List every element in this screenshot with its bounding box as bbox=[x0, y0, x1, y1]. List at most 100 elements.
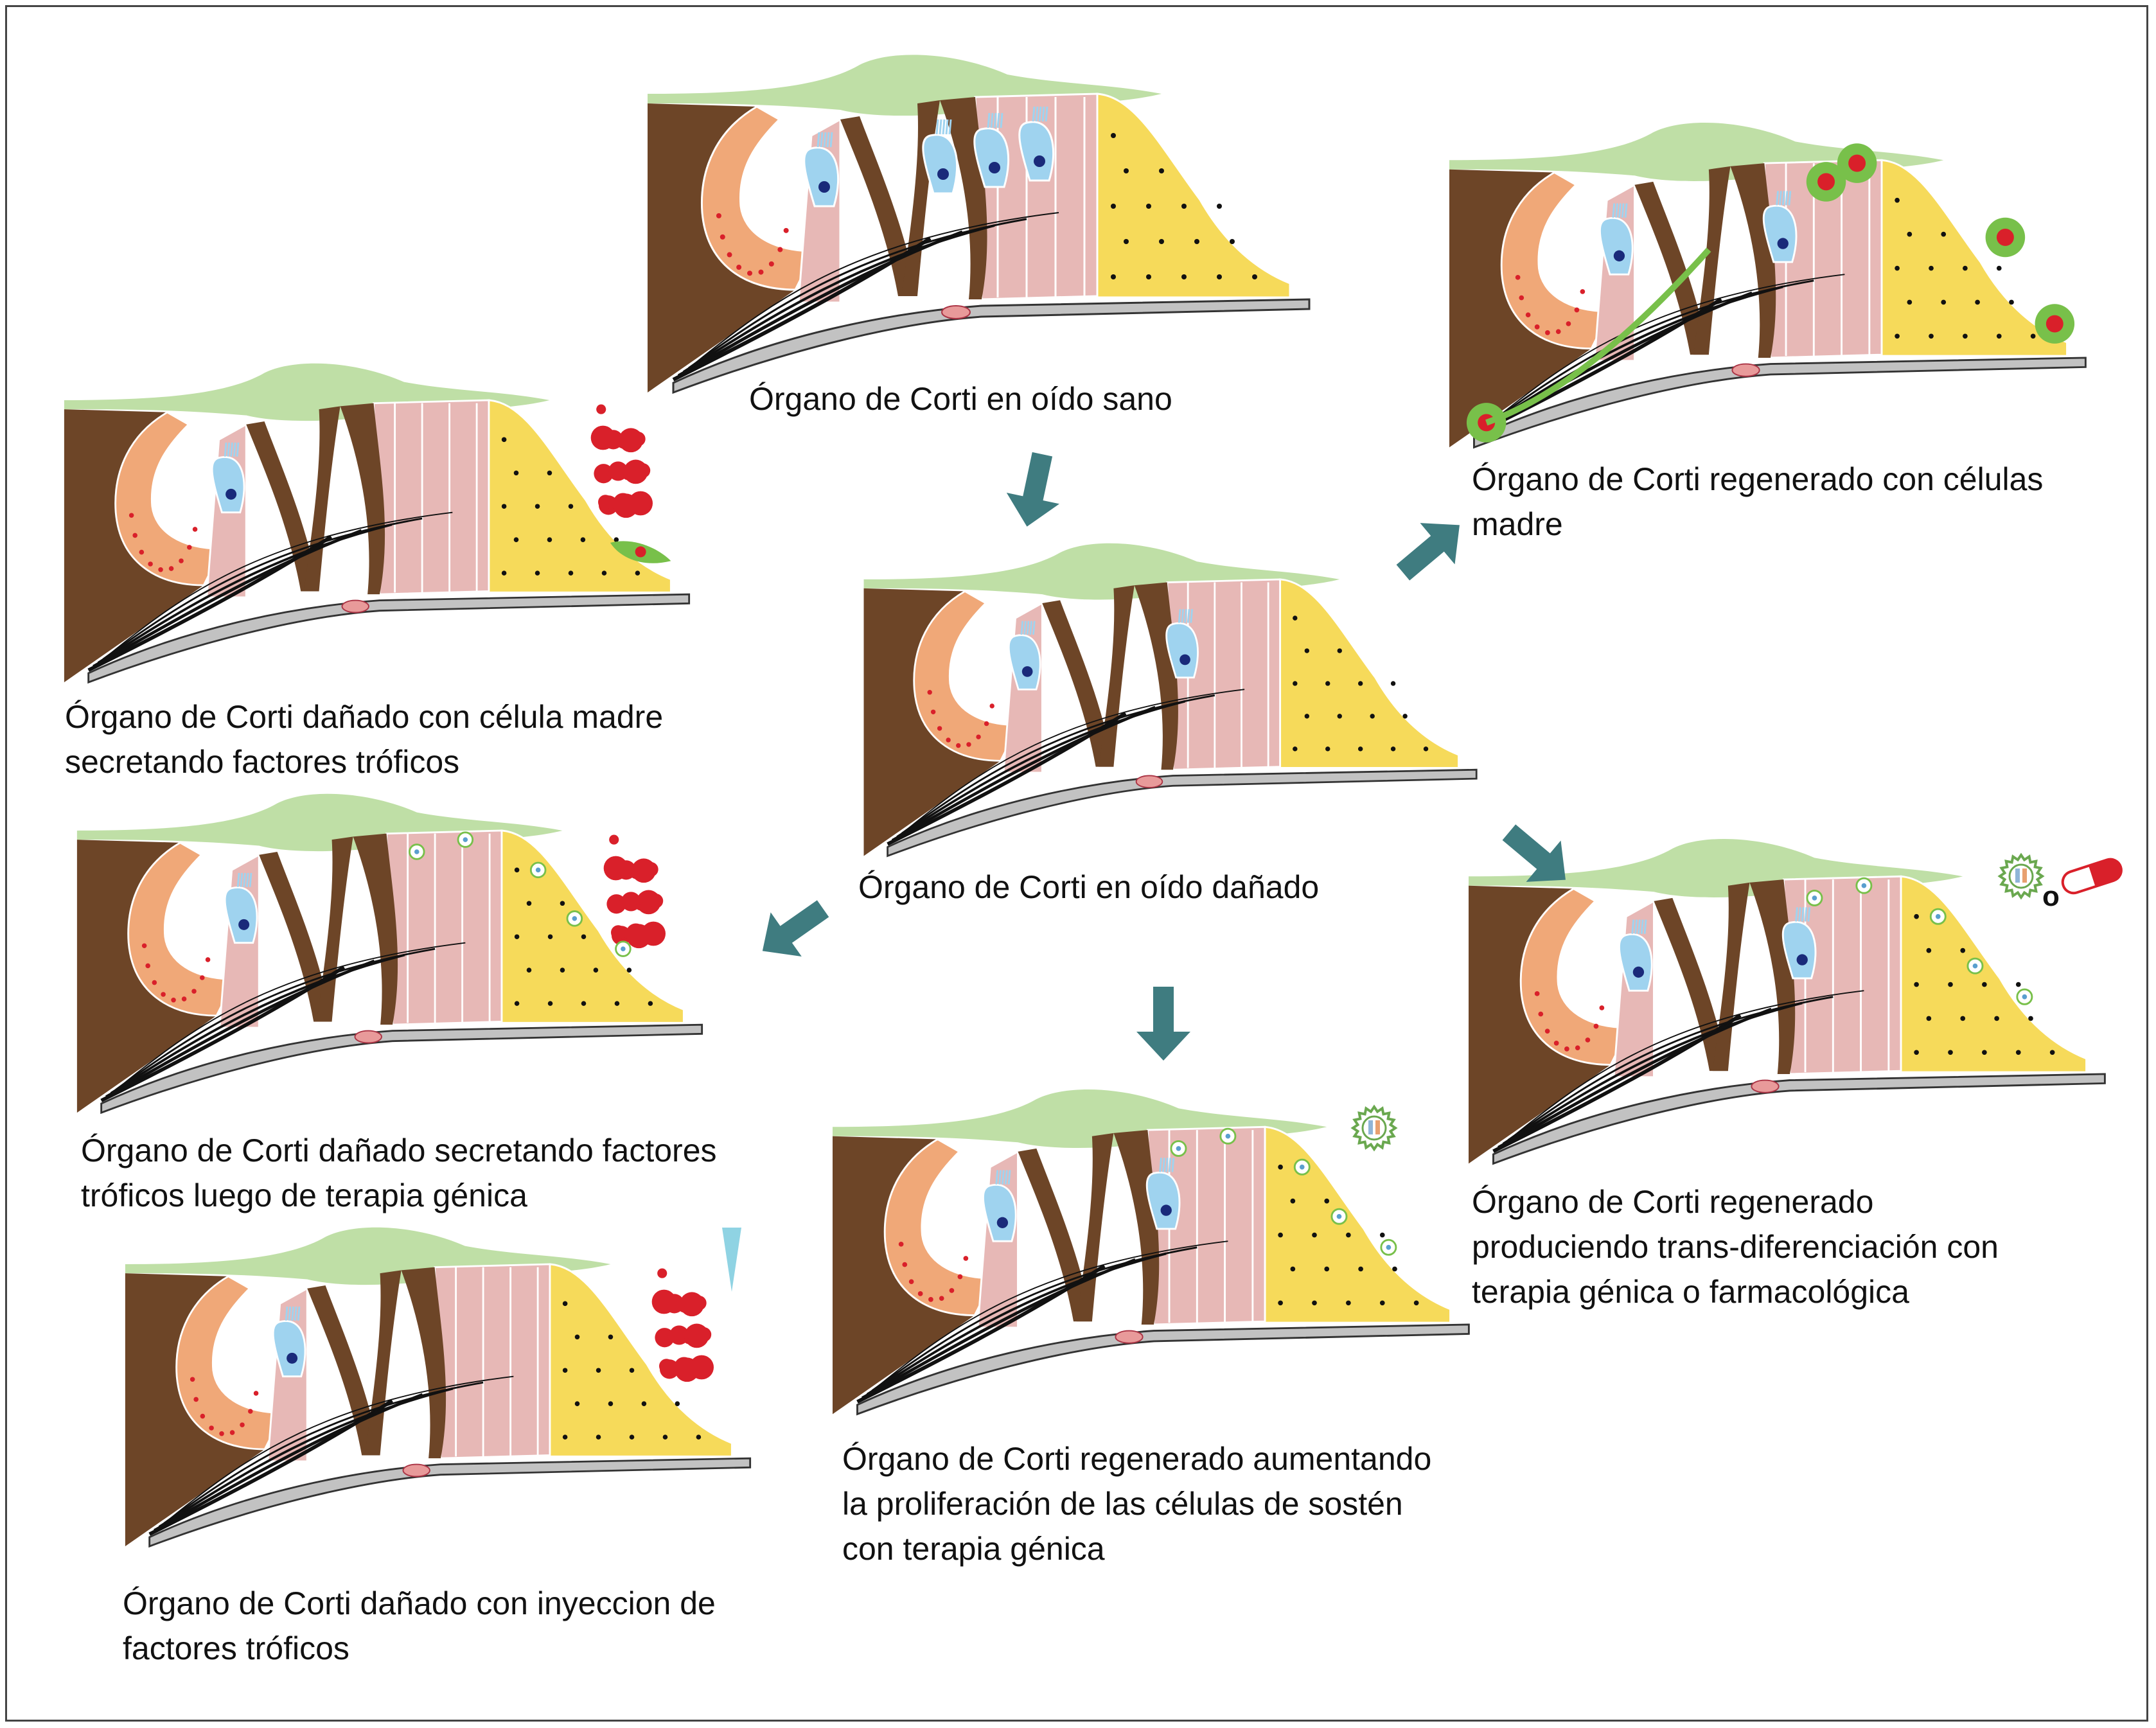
stereocilia bbox=[1618, 203, 1621, 218]
cell-nucleus bbox=[1519, 295, 1524, 301]
stereocilia bbox=[224, 442, 227, 457]
hair-cell-nucleus bbox=[996, 1217, 1009, 1228]
stereocilia bbox=[1029, 621, 1033, 635]
stereocilia bbox=[939, 119, 942, 135]
cell-nucleus bbox=[716, 213, 721, 218]
organ-illustration-injection bbox=[125, 1227, 752, 1548]
cell-nucleus bbox=[601, 570, 607, 576]
arrow-to-proliferation bbox=[1122, 971, 1205, 1073]
cell-nucleus bbox=[161, 992, 166, 997]
hair-cell-nucleus bbox=[287, 1352, 298, 1364]
cell-nucleus bbox=[2015, 1050, 2021, 1055]
hair-cell-nucleus bbox=[1613, 250, 1625, 261]
trophic-factor bbox=[644, 862, 658, 877]
stereocilia bbox=[1778, 191, 1782, 206]
stereocilia bbox=[1631, 919, 1635, 934]
basilar-membrane bbox=[887, 768, 1478, 858]
cell-nucleus bbox=[1534, 991, 1540, 996]
cell-nucleus bbox=[1994, 1016, 1999, 1021]
stem-cell-nucleus bbox=[2046, 315, 2063, 333]
cell-nucleus bbox=[199, 975, 205, 980]
stereocilia bbox=[1637, 919, 1641, 934]
hair-cell-nucleus bbox=[989, 162, 1000, 173]
cell-nucleus bbox=[574, 1334, 580, 1340]
nerve-fibre bbox=[1502, 1001, 1803, 1145]
hensen-cells bbox=[500, 829, 685, 1024]
cell-nucleus bbox=[1324, 1266, 1330, 1272]
trophic-factor bbox=[696, 1327, 712, 1342]
cell-nucleus bbox=[1124, 239, 1129, 244]
needle-icon bbox=[719, 1228, 745, 1298]
stereocilia bbox=[236, 442, 240, 457]
stem-cell-nucleus bbox=[635, 546, 646, 558]
spiral-vessel bbox=[1115, 1330, 1144, 1344]
cell-nucleus bbox=[736, 265, 742, 270]
cell-nucleus bbox=[193, 1397, 199, 1402]
cell-nucleus bbox=[768, 261, 774, 267]
panel-injection bbox=[123, 1227, 759, 1558]
cell-nucleus bbox=[1538, 1011, 1544, 1017]
stereocilia bbox=[1776, 191, 1779, 206]
cell-nucleus bbox=[1960, 948, 1966, 953]
trophic-factor bbox=[641, 921, 666, 946]
cell-nucleus bbox=[626, 967, 632, 973]
cell-nucleus bbox=[514, 934, 520, 939]
organ-illustration-stem-regenerated bbox=[1449, 122, 2087, 449]
cell-nucleus bbox=[902, 1262, 908, 1267]
hair-cell-nucleus bbox=[1034, 155, 1045, 167]
cell-nucleus bbox=[1357, 746, 1363, 752]
cell-nucleus bbox=[141, 943, 147, 949]
cell-nucleus bbox=[1304, 648, 1310, 653]
cell-nucleus bbox=[1895, 265, 1900, 271]
cell-nucleus bbox=[596, 1368, 601, 1373]
stereocilia bbox=[1615, 203, 1618, 218]
panel-healthy bbox=[648, 55, 1316, 405]
cell-nucleus bbox=[635, 570, 641, 576]
cell-nucleus bbox=[1996, 265, 2002, 271]
hair-cell bbox=[272, 1320, 306, 1378]
basilar-membrane bbox=[1473, 357, 2087, 449]
cell-nucleus bbox=[629, 1368, 635, 1373]
stereocilia bbox=[1162, 1158, 1165, 1172]
cell-nucleus bbox=[547, 934, 553, 939]
outer-pillar bbox=[1712, 882, 1750, 1071]
cell-nucleus bbox=[727, 252, 732, 258]
cell-nucleus bbox=[614, 1001, 620, 1006]
trophic-factor bbox=[615, 433, 626, 443]
panel-proliferation bbox=[833, 1086, 1475, 1433]
cell-nucleus bbox=[1312, 1232, 1317, 1238]
cell-nucleus bbox=[1230, 239, 1235, 244]
cell-nucleus bbox=[966, 742, 971, 747]
cell-nucleus bbox=[547, 470, 552, 476]
arrow-to-transdiff bbox=[1485, 810, 1587, 900]
cell-nucleus bbox=[1553, 1041, 1559, 1046]
basilar-membrane bbox=[100, 1023, 703, 1115]
cell-nucleus bbox=[535, 504, 540, 509]
trophic-factor bbox=[620, 465, 631, 475]
nerve-fibre bbox=[906, 689, 1245, 831]
cell-nucleus bbox=[1585, 1037, 1591, 1043]
cell-nucleus bbox=[1278, 1164, 1283, 1170]
caption-line: Órgano de Corti regenerado con células bbox=[1472, 461, 2044, 497]
cell-nucleus bbox=[1982, 982, 1987, 987]
cell-nucleus bbox=[1895, 333, 1900, 339]
nerve-fibre bbox=[682, 224, 995, 373]
caption-healthy: Órgano de Corti en oído sano bbox=[749, 376, 1172, 421]
nerve-fibre bbox=[168, 1375, 514, 1521]
caption-line: factores tróficos bbox=[123, 1630, 349, 1666]
cell-nucleus bbox=[989, 703, 994, 709]
cell-nucleus bbox=[1290, 1266, 1296, 1272]
cell-nucleus bbox=[253, 1391, 259, 1396]
cell-nucleus bbox=[1963, 333, 1968, 339]
cell-nucleus bbox=[1982, 1050, 1987, 1055]
cell-nucleus bbox=[956, 743, 961, 748]
cell-nucleus bbox=[240, 1422, 245, 1427]
nerve-fibre bbox=[896, 700, 1185, 838]
cell-nucleus bbox=[1564, 1046, 1569, 1052]
stereocilia bbox=[1000, 112, 1003, 128]
cell-nucleus bbox=[562, 1434, 568, 1440]
spiral-vessel bbox=[1731, 363, 1760, 377]
hair-cell bbox=[224, 886, 258, 944]
outer-pillar bbox=[316, 836, 353, 1022]
cell-nucleus bbox=[596, 1434, 601, 1440]
